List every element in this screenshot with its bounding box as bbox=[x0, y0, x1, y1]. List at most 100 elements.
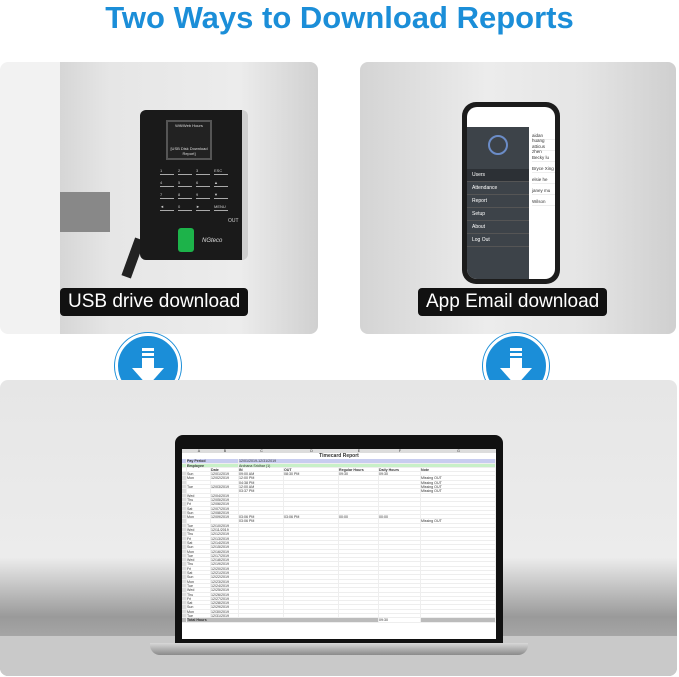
table-cell: Fri bbox=[187, 567, 211, 571]
table-cell: 12/16/2019 bbox=[211, 550, 239, 554]
table-cell: 12/15/2019 bbox=[211, 545, 239, 549]
table-cell: Sat bbox=[187, 571, 211, 575]
table-cell: Sun bbox=[187, 511, 211, 515]
table-cell: 12/11/2019 bbox=[211, 528, 239, 532]
table-cell: 03:06 PM bbox=[239, 519, 284, 523]
keypad-key: ESC bbox=[214, 168, 228, 175]
keypad-key: 2 bbox=[178, 168, 192, 175]
user-list-item[interactable]: Bryce Xing bbox=[532, 162, 555, 173]
keypad-key: 9 bbox=[196, 192, 210, 199]
row-number bbox=[182, 532, 187, 537]
table-cell: Missing OUT bbox=[421, 489, 496, 493]
row-number bbox=[182, 485, 187, 490]
table-cell: 12/29/2019 bbox=[211, 605, 239, 609]
brand-logo: NGteco bbox=[202, 238, 223, 244]
table-cell: Sat bbox=[187, 507, 211, 511]
table-cell: 12/02/2019 bbox=[211, 476, 239, 480]
total-value: 09:30 bbox=[379, 618, 421, 623]
out-label: OUT bbox=[228, 218, 239, 224]
table-cell: 12/26/2019 bbox=[211, 593, 239, 597]
table-cell: 00:00 bbox=[379, 515, 421, 519]
keypad-key: 6 bbox=[196, 180, 210, 187]
table-row: 03:06 PM Missing OUT bbox=[182, 519, 496, 524]
table-header-cell: Note bbox=[421, 468, 496, 472]
menu-item-users[interactable]: Users bbox=[467, 169, 529, 182]
keypad-key: 4 bbox=[160, 180, 174, 187]
table-cell: Sat bbox=[187, 541, 211, 545]
device-screen: Wifi/Web Hours [USB Disk Download Report… bbox=[166, 120, 212, 160]
pay-period-value: 12/01/2019-12/31/2019 bbox=[239, 459, 496, 463]
row-number bbox=[182, 571, 187, 576]
row-number bbox=[182, 519, 187, 524]
table-cell: 03:37 PM bbox=[239, 489, 284, 493]
table-header-cell: Daily Hours bbox=[379, 468, 421, 472]
menu-item-report[interactable]: Report bbox=[467, 195, 529, 208]
row-number bbox=[182, 540, 187, 546]
menu-item-setup[interactable]: Setup bbox=[467, 208, 529, 221]
menu-item-log-out[interactable]: Log Out bbox=[467, 234, 529, 247]
row-number bbox=[182, 601, 187, 606]
table-cell: Sun bbox=[187, 472, 211, 476]
table-cell: 12/09/2019 bbox=[211, 515, 239, 519]
menu-item-about[interactable]: About bbox=[467, 221, 529, 234]
total-label: Total Hours bbox=[187, 618, 379, 622]
column-header: A bbox=[197, 449, 201, 453]
table-cell: Thu bbox=[187, 562, 211, 566]
column-header: C bbox=[260, 449, 263, 453]
user-list-item[interactable]: Wilson bbox=[532, 195, 555, 206]
row-number bbox=[182, 605, 187, 610]
table-cell: 09:00 AM bbox=[239, 472, 284, 476]
table-cell: Tue bbox=[187, 614, 211, 618]
user-list-item[interactable]: janey mu bbox=[532, 184, 555, 195]
table-cell: 09:30 bbox=[379, 472, 421, 476]
user-list-item[interactable]: aidan huang bbox=[532, 129, 555, 143]
table-cell: Mon bbox=[187, 476, 211, 480]
user-list-item[interactable]: elsie he bbox=[532, 173, 555, 184]
row-number bbox=[182, 553, 187, 559]
row-number bbox=[182, 549, 187, 554]
table-cell: Fri bbox=[187, 597, 211, 601]
keypad-key: ▲ bbox=[214, 180, 228, 187]
table-cell: Wed bbox=[187, 494, 211, 498]
row-number bbox=[182, 528, 187, 533]
user-list-item[interactable]: atticus zhen bbox=[532, 140, 555, 154]
row-number bbox=[182, 489, 187, 494]
table-cell: 12/31/2019 bbox=[211, 614, 239, 618]
usb-device-photo: Wifi/Web Hours [USB Disk Download Report… bbox=[0, 62, 318, 334]
column-header: G bbox=[457, 449, 460, 453]
table-cell: Mon bbox=[187, 580, 211, 584]
keypad-key: 3 bbox=[196, 168, 210, 175]
table-cell: 12/07/2019 bbox=[211, 507, 239, 511]
table-cell: Tue bbox=[187, 485, 211, 489]
table-cell: Missing OUT bbox=[421, 476, 496, 480]
table-cell: 12/19/2019 bbox=[211, 562, 239, 566]
menu-item-attendance[interactable]: Attendance bbox=[467, 182, 529, 195]
table-cell: 03:06 PM bbox=[284, 515, 339, 519]
row-number bbox=[182, 502, 187, 507]
background-cabinet bbox=[60, 192, 110, 232]
column-header: D bbox=[310, 449, 313, 453]
row-number bbox=[182, 523, 187, 529]
user-list-item[interactable]: Becky lu bbox=[532, 151, 555, 162]
table-cell: Sun bbox=[187, 605, 211, 609]
row-number bbox=[182, 609, 187, 614]
table-cell: Missing OUT bbox=[421, 519, 496, 523]
